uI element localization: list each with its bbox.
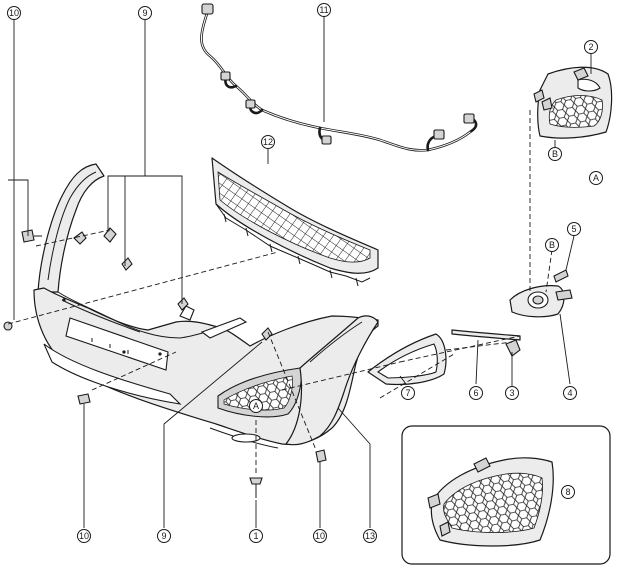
screw-icon — [553, 269, 569, 283]
screw-icon — [315, 449, 327, 463]
svg-text:1: 1 — [253, 531, 258, 541]
svg-text:9: 9 — [142, 8, 147, 18]
callout-a-grille: A — [589, 171, 603, 185]
fog-lamp-garnish-frame — [367, 333, 447, 386]
callout-10-mid: 10 — [313, 529, 327, 543]
svg-text:B: B — [549, 240, 555, 250]
screw-icon — [77, 393, 91, 405]
svg-text:5: 5 — [571, 224, 576, 234]
bumper-clips — [73, 227, 273, 341]
inset-detail-panel — [401, 425, 611, 565]
svg-text:10: 10 — [79, 531, 89, 541]
svg-text:2: 2 — [588, 42, 593, 52]
callout-b-grille: B — [548, 147, 562, 161]
svg-text:8: 8 — [565, 487, 570, 497]
svg-text:6: 6 — [473, 388, 478, 398]
leader-lines — [8, 16, 592, 528]
svg-text:B: B — [552, 149, 558, 159]
svg-text:13: 13 — [365, 531, 375, 541]
callout-8: 8 — [561, 485, 575, 499]
wiring-harness — [200, 3, 478, 152]
fog-lamp — [509, 285, 573, 318]
callout-11: 11 — [317, 3, 331, 17]
alignment-lines — [7, 110, 553, 476]
svg-text:11: 11 — [319, 5, 328, 15]
callout-10-left: 10 — [77, 529, 91, 543]
svg-text:7: 7 — [405, 388, 410, 398]
svg-text:12: 12 — [263, 137, 273, 147]
svg-text:4: 4 — [567, 388, 572, 398]
callout-13: 13 — [363, 529, 377, 543]
callout-4: 4 — [563, 386, 577, 400]
callout-1: 1 — [249, 529, 263, 543]
callout-a-bumper: A — [249, 399, 263, 413]
svg-text:A: A — [593, 173, 599, 183]
radiator-grille — [211, 157, 379, 287]
svg-text:9: 9 — [161, 531, 166, 541]
callout-10-top: 10 — [7, 6, 21, 20]
svg-text:A: A — [253, 401, 259, 411]
screw-icon — [21, 229, 42, 243]
fog-lamp-cover — [533, 66, 613, 139]
svg-text:10: 10 — [9, 8, 19, 18]
bulb-socket-icon — [505, 339, 521, 357]
callout-9-top: 9 — [138, 6, 152, 20]
callout-6: 6 — [469, 386, 483, 400]
callout-2: 2 — [584, 40, 598, 54]
callout-3: 3 — [505, 386, 519, 400]
screw-icon — [3, 321, 13, 331]
svg-text:10: 10 — [315, 531, 325, 541]
bolt-icon — [249, 477, 263, 498]
callout-12: 12 — [261, 135, 275, 149]
callout-5: 5 — [567, 222, 581, 236]
svg-text:3: 3 — [509, 388, 514, 398]
callout-b-lamp: B — [545, 238, 559, 252]
callout-7: 7 — [401, 386, 415, 400]
front-bumper-cover — [33, 163, 379, 449]
callout-9-bottom: 9 — [157, 529, 171, 543]
garnish-strip — [451, 329, 521, 341]
